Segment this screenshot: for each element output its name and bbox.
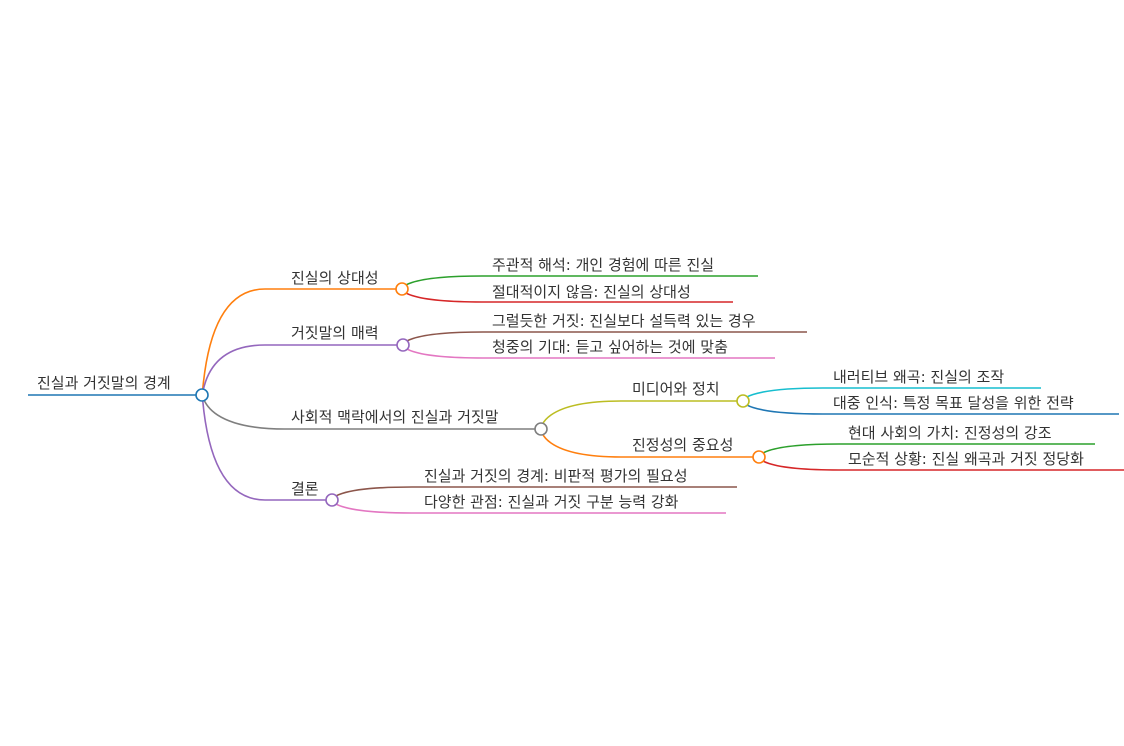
edge-b2-c0-c1	[742, 400, 824, 415]
edge-b2-c1-c1	[758, 456, 840, 471]
node-label-b0-c0: 주관적 해석: 개인 경험에 따른 진실	[492, 256, 714, 274]
node-label-b0: 진실의 상대성	[291, 269, 379, 287]
node-label-b2-c0-c0: 내러티브 왜곡: 진실의 조작	[833, 368, 1004, 386]
node-dot-root[interactable]	[195, 388, 209, 402]
node-dot-b0[interactable]	[395, 282, 409, 296]
edge-b0-c1	[401, 288, 483, 303]
node-dot-b2-c0[interactable]	[736, 394, 750, 408]
edge-b3-c1	[331, 499, 413, 514]
edge-b1	[201, 344, 266, 396]
node-label-b3: 결론	[291, 480, 319, 498]
edge-b2-c0	[540, 400, 622, 430]
label-layer: 진실과 거짓말의 경계 진실의 상대성 주관적 해석: 개인 경험에 따른 진실절대…	[37, 256, 1084, 511]
edge-b1-c1	[402, 344, 484, 359]
edge-b0-c0	[401, 275, 483, 290]
node-dot-b2-c1[interactable]	[752, 450, 766, 464]
node-dot-b2[interactable]	[534, 422, 548, 436]
node-label-b2: 사회적 맥락에서의 진실과 거짓말	[291, 408, 499, 426]
node-label-b2-c1: 진정성의 중요성	[632, 436, 733, 454]
node-label-b2-c0-c1: 대중 인식: 특정 목표 달성을 위한 전략	[833, 394, 1074, 412]
edge-b0	[201, 288, 266, 396]
edge-b2	[201, 394, 286, 430]
node-label-b1-c1: 청중의 기대: 듣고 싶어하는 것에 맞춤	[492, 338, 728, 356]
edge-b2-c0-c0	[742, 387, 824, 402]
node-label-b2-c0: 미디어와 정치	[632, 380, 720, 398]
node-label-b2-c1-c1: 모순적 상황: 진실 왜곡과 거짓 정당화	[848, 450, 1084, 468]
node-label-b0-c1: 절대적이지 않음: 진실의 상대성	[492, 283, 691, 301]
edge-b2-c1	[540, 428, 622, 458]
node-dot-b3[interactable]	[325, 493, 339, 507]
underline-layer	[28, 275, 1124, 514]
edge-b1-c0	[402, 331, 484, 346]
node-dot-b1[interactable]	[396, 338, 410, 352]
edge-b3-c0	[331, 486, 413, 501]
node-label-b1-c0: 그럴듯한 거짓: 진실보다 설득력 있는 경우	[492, 312, 756, 330]
node-label-b3-c0: 진실과 거짓의 경계: 비판적 평가의 필요성	[424, 467, 688, 485]
node-label-b3-c1: 다양한 관점: 진실과 거짓 구분 능력 강화	[424, 493, 679, 511]
node-label-root: 진실과 거짓말의 경계	[37, 374, 171, 392]
node-dot-layer	[195, 282, 766, 507]
node-label-b2-c1-c0: 현대 사회의 가치: 진정성의 강조	[848, 424, 1052, 442]
node-label-b1: 거짓말의 매력	[291, 324, 379, 342]
edge-b2-c1-c0	[758, 443, 840, 458]
